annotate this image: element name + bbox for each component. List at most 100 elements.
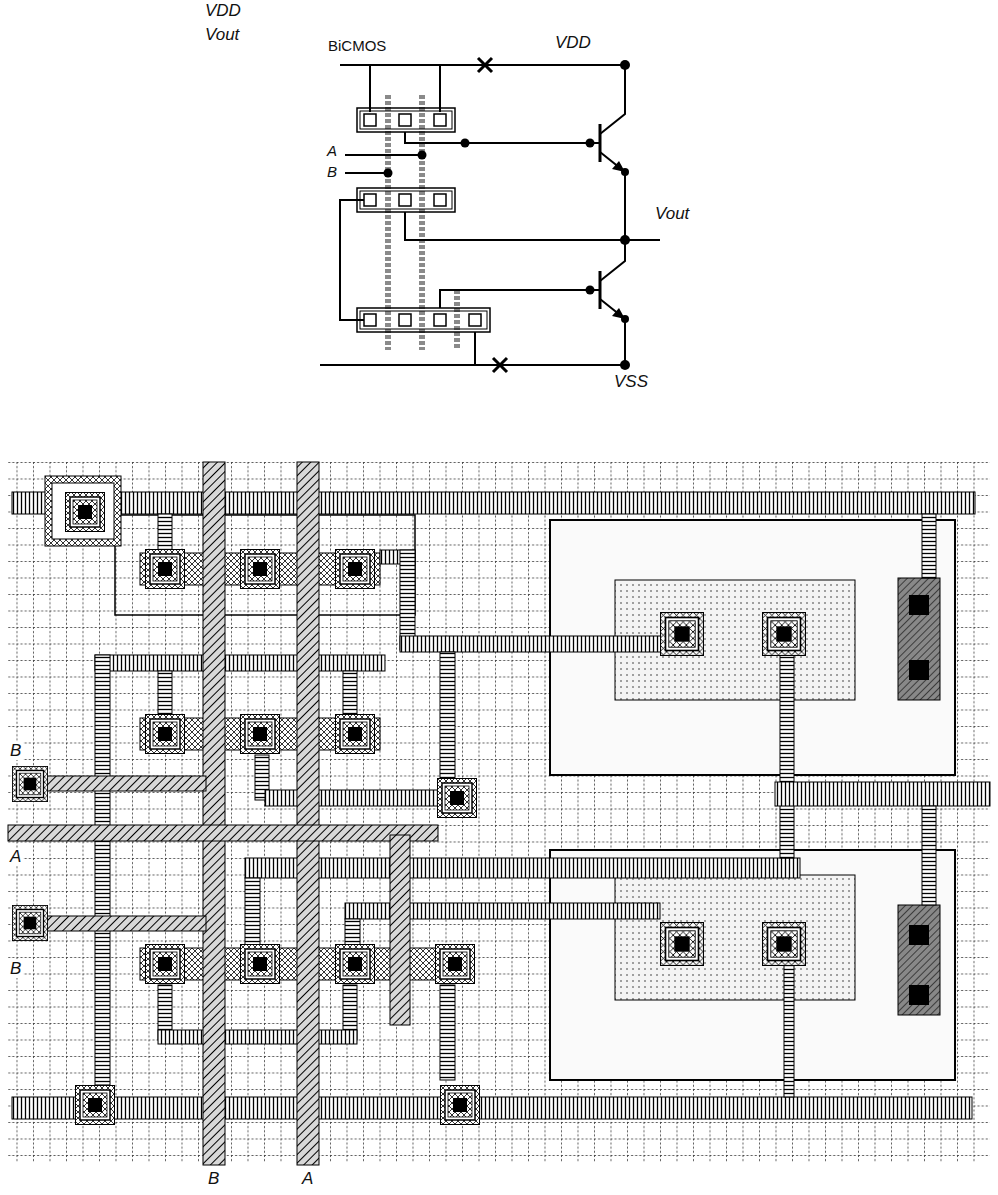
drawing-rect xyxy=(158,514,172,550)
title-label: BiCMOS xyxy=(326,38,388,54)
drawing-circle xyxy=(621,315,629,323)
diffusion-row xyxy=(360,111,452,129)
p-select xyxy=(115,515,415,615)
bjt-collector xyxy=(600,240,625,281)
stick-diagram xyxy=(320,58,660,372)
diffusion-row xyxy=(357,188,455,212)
drawing-rect xyxy=(364,194,376,206)
drawing-rect xyxy=(922,514,936,578)
drawing-circle xyxy=(620,235,630,245)
supply-label: VSS xyxy=(612,373,650,391)
vout-line xyxy=(775,782,990,806)
diffusion-row xyxy=(357,308,490,332)
drawing-rect xyxy=(909,595,929,615)
metal xyxy=(12,492,990,1119)
metal-wire xyxy=(370,65,440,112)
collector-contact xyxy=(898,578,940,700)
output-wire xyxy=(625,239,660,241)
drawing-rect xyxy=(95,655,110,1085)
drawing-rect xyxy=(434,114,446,126)
collector-contact xyxy=(898,905,940,1015)
drawing-rect xyxy=(780,655,794,858)
diffusion-row xyxy=(360,191,452,209)
bjt-base xyxy=(599,271,602,309)
drawing-circle xyxy=(418,151,427,160)
drawing-rect xyxy=(46,776,206,791)
drawing-use xyxy=(438,779,477,818)
drawing-rect xyxy=(158,1030,357,1044)
metal-wire xyxy=(405,212,625,240)
poly-gate-a xyxy=(297,462,319,1165)
bjt-emitter xyxy=(600,152,625,240)
input-label: B xyxy=(206,1170,221,1188)
drawing-rect xyxy=(434,314,446,326)
drawing-rect xyxy=(245,858,800,878)
drawing-rect xyxy=(390,835,410,1025)
drawing-rect xyxy=(364,114,376,126)
drawing-rect xyxy=(245,878,260,946)
poly-gate xyxy=(454,290,460,350)
drawing-rect xyxy=(399,314,411,326)
poly-input-a xyxy=(8,825,438,841)
drawing-circle xyxy=(586,139,595,148)
drawing-rect xyxy=(265,790,440,806)
input-label: A xyxy=(8,848,23,866)
contact xyxy=(364,114,481,326)
bjt-base xyxy=(599,124,602,162)
drawing-rect xyxy=(400,550,415,650)
drawing-circle xyxy=(461,139,470,148)
drawing-use xyxy=(241,715,280,754)
contact-cut xyxy=(12,476,805,1125)
drawing-use xyxy=(12,905,47,940)
drawing-rect xyxy=(399,194,411,206)
drawing-rect xyxy=(345,919,360,946)
drawing-use xyxy=(441,1086,480,1125)
vss-rail xyxy=(12,1097,972,1119)
input-label: A xyxy=(300,1170,315,1188)
supply-label: VDD xyxy=(553,34,593,52)
metal-wire xyxy=(474,332,476,365)
drawing-use xyxy=(661,613,704,656)
drawing-circle xyxy=(621,168,629,176)
supply-label: VDD xyxy=(203,2,243,20)
poly-gate-b xyxy=(203,462,225,1165)
drawing-rect xyxy=(909,985,929,1005)
drawing-use xyxy=(146,550,185,589)
drawing-use xyxy=(763,613,806,656)
junction-dot xyxy=(384,60,631,370)
drawing-rect xyxy=(784,965,794,1097)
drawing-rect xyxy=(400,636,662,652)
drawing-use xyxy=(336,945,375,984)
diffusion-row xyxy=(357,108,455,132)
base-region xyxy=(615,875,855,1000)
drawing-rect xyxy=(440,652,455,782)
drawing-circle xyxy=(620,360,630,370)
drawing-use xyxy=(76,1086,115,1125)
vdd-rail xyxy=(12,492,975,514)
drawing-use xyxy=(66,493,105,532)
poly-gate xyxy=(419,95,425,350)
input-wire xyxy=(345,154,422,156)
drawing-use xyxy=(763,923,806,966)
drawing-use xyxy=(241,550,280,589)
cut-mark xyxy=(478,58,492,72)
input-label: A xyxy=(325,143,339,159)
drawing-circle xyxy=(620,60,630,70)
input-label: B xyxy=(8,742,23,760)
signal-label: Vout xyxy=(653,205,691,223)
input-label: B xyxy=(325,164,339,180)
mask-layout xyxy=(8,462,990,1165)
drawing-rect xyxy=(399,114,411,126)
drawing-rect xyxy=(45,476,121,546)
poly-gate xyxy=(385,95,391,350)
bjt-collector xyxy=(600,65,625,134)
drawing-rect xyxy=(440,985,455,1080)
drawing-use xyxy=(336,715,375,754)
bjt-emitter xyxy=(600,299,625,365)
cut-mark xyxy=(493,358,507,372)
drawing-rect xyxy=(922,806,936,905)
input-wire xyxy=(345,172,388,174)
drawing-rect xyxy=(909,925,929,945)
